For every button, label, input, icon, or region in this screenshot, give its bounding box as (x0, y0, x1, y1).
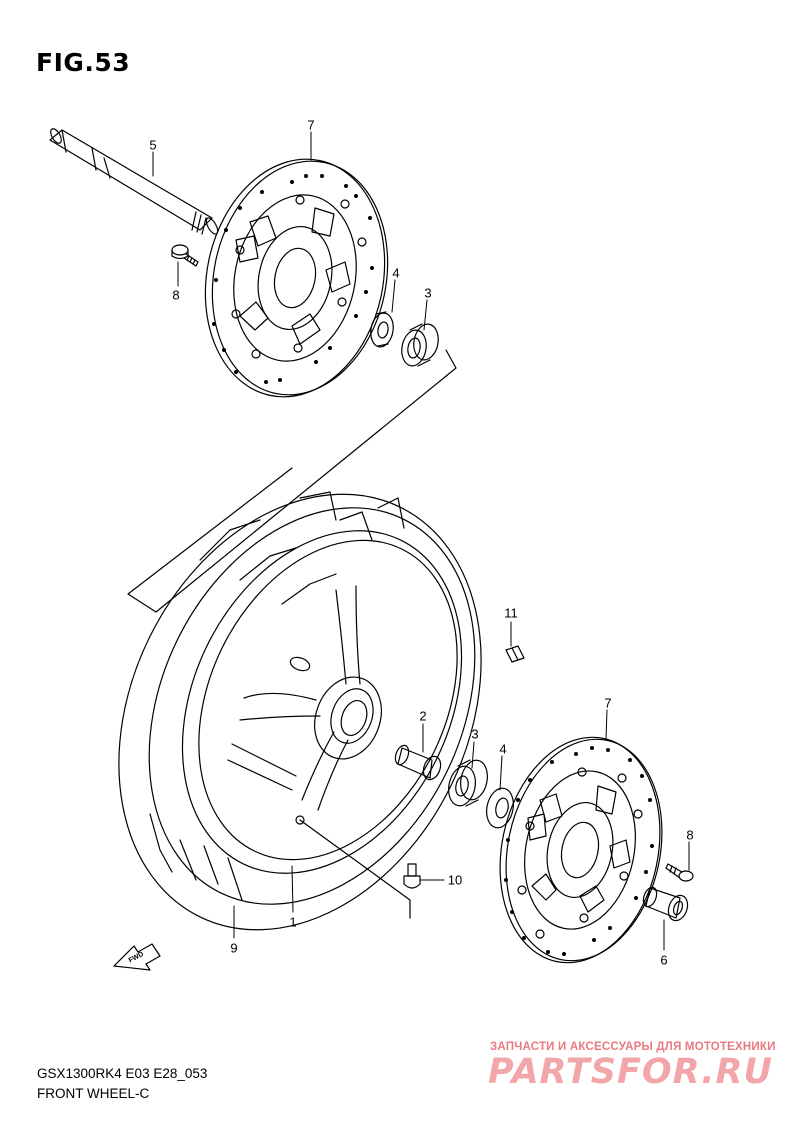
bearing-part-3-upper (401, 323, 439, 367)
callout-7-upper: 7 (307, 117, 315, 133)
brake-disc-part-7-upper (204, 158, 389, 398)
callout-1: 1 (289, 914, 297, 930)
reference-line-lower (299, 819, 411, 919)
figure-name: FRONT WHEEL-C (37, 1086, 150, 1101)
brake-disc-part-7-lower (499, 736, 663, 964)
axle-part-5 (49, 128, 219, 235)
balance-weight-part-11 (505, 645, 525, 663)
callout-3-upper: 3 (424, 285, 432, 301)
callout-10: 10 (447, 872, 463, 888)
callout-8-lower: 8 (686, 827, 694, 843)
wheel-part-1 (181, 530, 463, 874)
spacer-part-2 (394, 744, 442, 781)
bolt-part-8-lower (665, 863, 694, 882)
figure-title: FIG.53 (36, 48, 131, 77)
watermark-logo: PARTSFOR.RU (488, 1052, 773, 1092)
tire-part-9 (118, 491, 482, 931)
callout-2: 2 (419, 708, 427, 724)
reference-line-upper (127, 349, 457, 613)
callout-3-lower: 3 (471, 726, 479, 742)
callout-4-lower: 4 (499, 741, 507, 757)
callout-5: 5 (149, 137, 157, 153)
callout-4-upper: 4 (392, 265, 400, 281)
collar-part-6 (642, 886, 689, 922)
callout-8-upper: 8 (172, 287, 180, 303)
figure-code: GSX1300RK4 E03 E28_053 (37, 1066, 208, 1081)
leader-lines (152, 131, 690, 951)
forward-arrow-icon: FWD (113, 943, 161, 971)
callout-11: 11 (504, 605, 518, 621)
watermark-tagline: ЗАПЧАСТИ И АКСЕССУАРЫ ДЛЯ МОТОТЕХНИКИ (490, 1041, 776, 1053)
callout-9: 9 (230, 940, 238, 956)
dust-seal-part-4-upper (370, 311, 394, 348)
dust-seal-part-4-lower (486, 787, 514, 829)
callout-7-lower: 7 (604, 695, 612, 711)
bolt-part-8-upper (171, 244, 199, 267)
callout-6: 6 (660, 952, 668, 968)
valve-part-10 (403, 863, 421, 889)
bearing-part-3-lower (448, 759, 488, 807)
